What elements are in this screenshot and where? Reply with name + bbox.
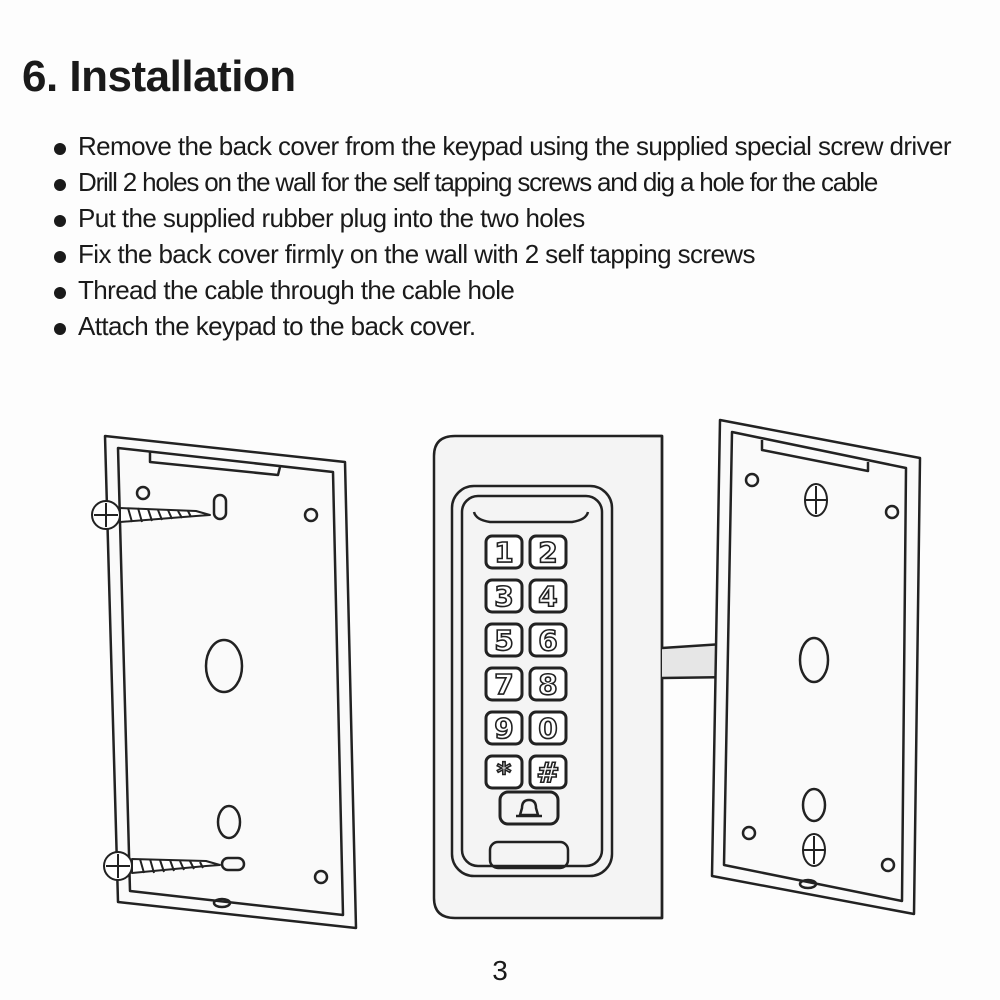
svg-text:7: 7	[494, 668, 513, 701]
keypad-key-hash: #	[528, 754, 568, 790]
keypad-key-1: 1	[484, 534, 524, 570]
screw-icon	[802, 833, 826, 867]
keypad-key-0: 0	[528, 710, 568, 746]
screw-icon	[103, 851, 221, 881]
bell-icon	[516, 798, 542, 818]
svg-text:0: 0	[538, 712, 557, 745]
step-item: Put the supplied rubber plug into the tw…	[52, 200, 972, 236]
keypad-key-7: 7	[484, 666, 524, 702]
keypad-key-2: 2	[528, 534, 568, 570]
svg-text:8: 8	[538, 668, 557, 701]
svg-text:*: *	[497, 756, 512, 789]
svg-text:1: 1	[494, 536, 513, 569]
keypad-key-9: 9	[484, 710, 524, 746]
svg-text:#: #	[536, 756, 559, 789]
right-back-cover	[710, 418, 922, 916]
screw-icon	[804, 483, 828, 517]
step-item: Drill 2 holes on the wall for the self t…	[52, 164, 972, 200]
svg-text:3: 3	[494, 580, 513, 613]
keypad-key-star: *	[484, 754, 524, 790]
keypad-key-4: 4	[528, 578, 568, 614]
screw-icon	[91, 500, 211, 530]
step-item: Remove the back cover from the keypad us…	[52, 128, 972, 164]
svg-text:4: 4	[538, 580, 557, 613]
installation-steps: Remove the back cover from the keypad us…	[52, 128, 972, 344]
svg-text:2: 2	[538, 536, 557, 569]
keypad-key-3: 3	[484, 578, 524, 614]
step-item: Attach the keypad to the back cover.	[52, 308, 972, 344]
step-item: Thread the cable through the cable hole	[52, 272, 972, 308]
svg-text:6: 6	[538, 624, 557, 657]
keypad-key-5: 5	[484, 622, 524, 658]
left-back-cover	[103, 434, 358, 930]
page-number: 3	[492, 955, 508, 986]
step-item: Fix the back cover firmly on the wall wi…	[52, 236, 972, 272]
keypad-key-8: 8	[528, 666, 568, 702]
svg-text:5: 5	[494, 624, 513, 657]
keypad-key-6: 6	[528, 622, 568, 658]
section-heading: 6. Installation	[22, 52, 296, 101]
svg-text:9: 9	[494, 712, 513, 745]
